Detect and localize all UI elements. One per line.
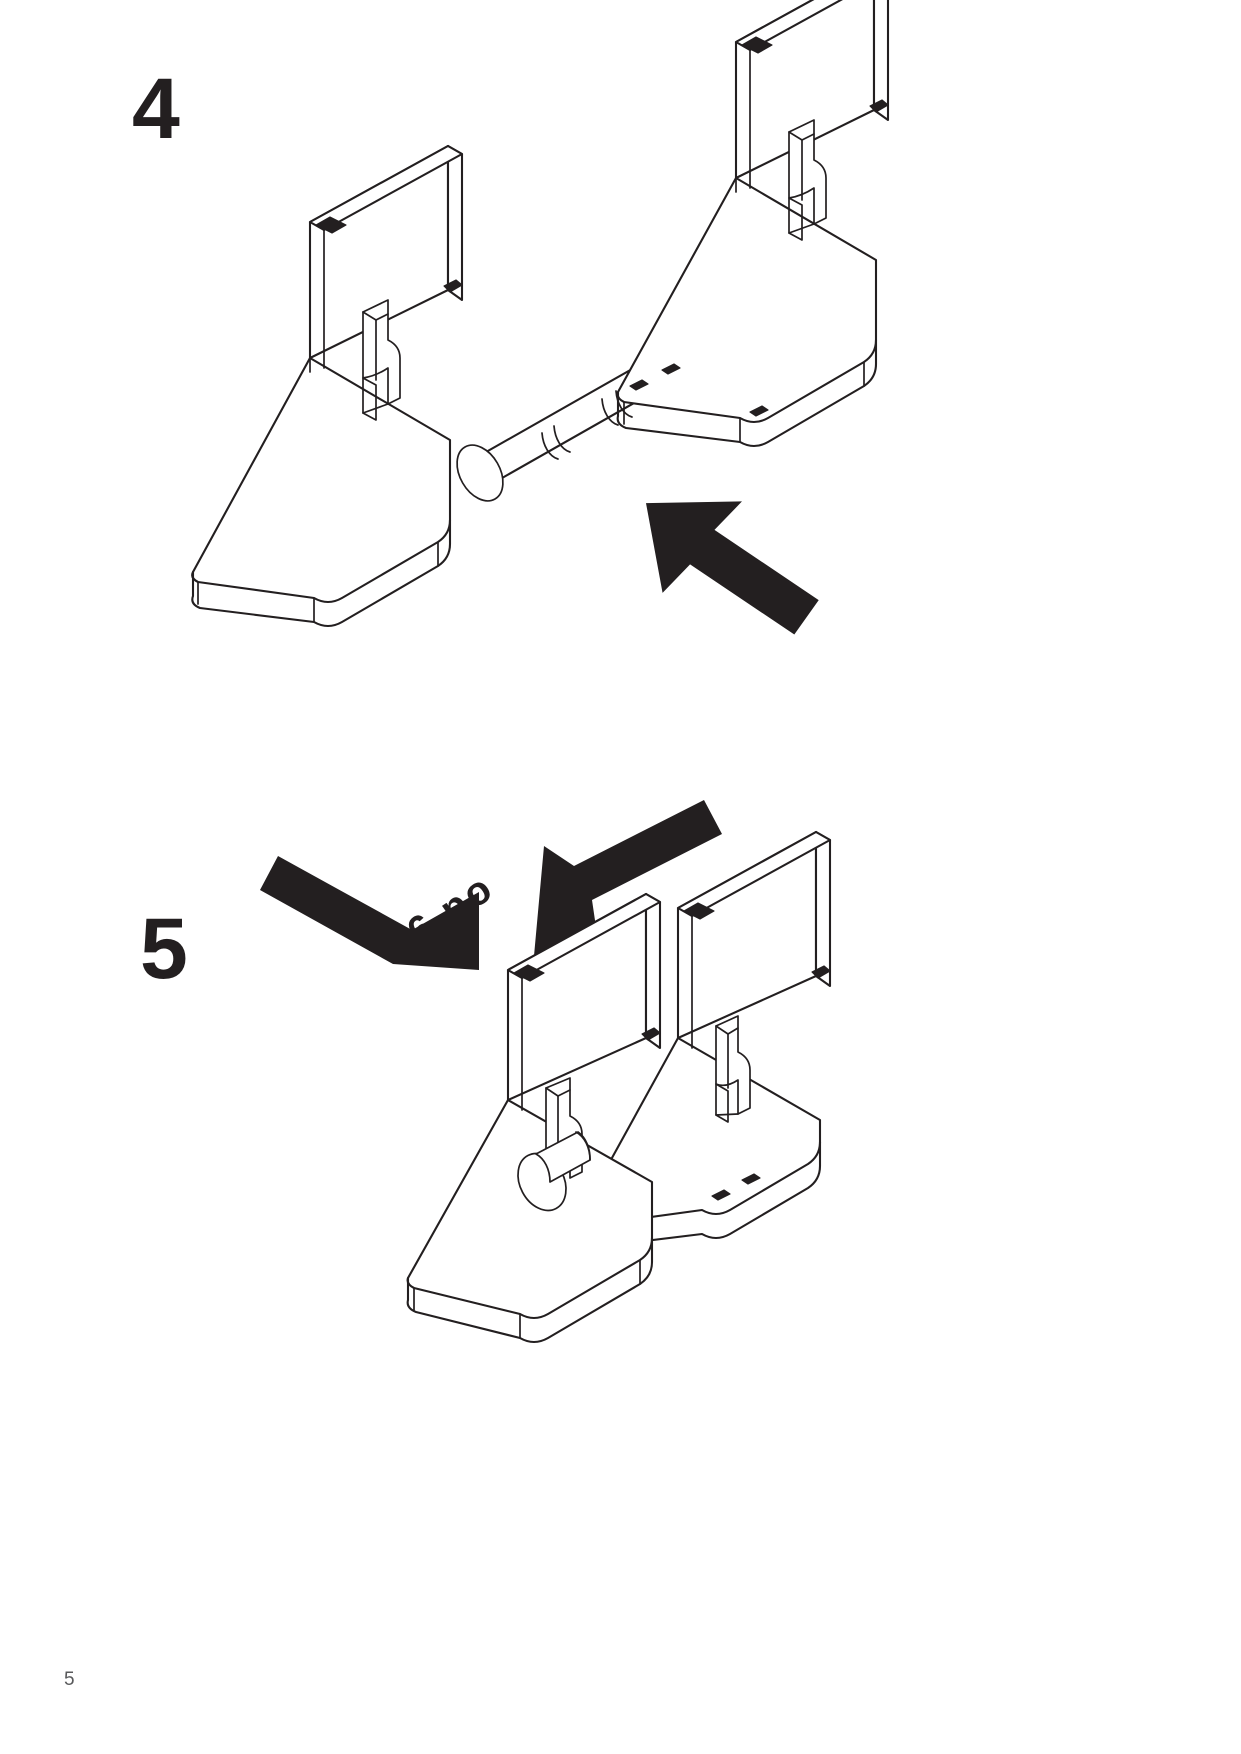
step-5-number: 5 xyxy=(140,901,188,997)
page-number: 5 xyxy=(64,1669,75,1690)
right-bracket-panel xyxy=(616,0,890,448)
rear-bracket-panel xyxy=(578,830,832,1250)
left-bracket-panel xyxy=(191,144,464,628)
assembly-direction-arrow xyxy=(645,501,819,635)
dowel-fitting xyxy=(456,350,680,502)
step-4-illustration xyxy=(150,0,1050,720)
step-5-callout-text: 6 po xyxy=(399,865,503,955)
step-5-callout: 6 po xyxy=(399,865,612,970)
step-4-number: 4 xyxy=(132,61,180,157)
